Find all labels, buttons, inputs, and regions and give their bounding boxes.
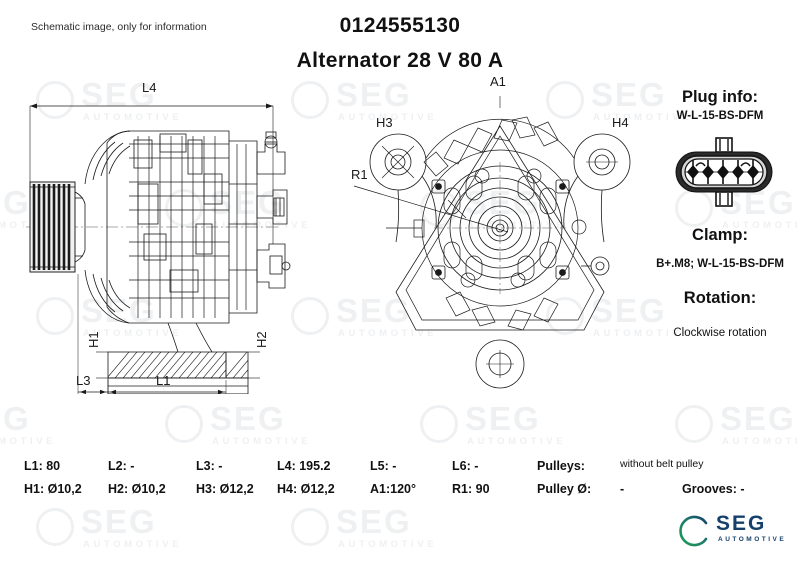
page-title-description: Alternator 28 V 80 A xyxy=(296,49,504,72)
spec-pulley-diameter-value: - xyxy=(620,482,625,496)
clamp-section: Clamp: xyxy=(640,226,800,245)
spec-H3: H3: Ø12,2 xyxy=(196,482,254,496)
dimension-label-L3: L3 xyxy=(76,373,91,388)
dimension-label-H2: H2 xyxy=(254,331,269,348)
logo-ring-icon xyxy=(679,515,708,547)
dimension-label-L1: L1 xyxy=(156,373,171,388)
page-title-part-number: 0124555130 xyxy=(339,14,461,37)
dimension-label-L4: L4 xyxy=(142,80,157,95)
clamp-value: B+.M8; W-L-15-BS-DFM xyxy=(656,258,784,270)
spec-pulley-diameter-label: Pulley Ø: xyxy=(537,482,592,496)
dimension-label-H1: H1 xyxy=(86,331,101,348)
spec-A1: A1:120° xyxy=(370,482,416,496)
5-pin-oval-connector-icon xyxy=(672,136,776,208)
plug-info-section: Plug info: xyxy=(640,88,800,107)
spec-L6: L6: - xyxy=(452,459,479,473)
clamp-label: Clamp: xyxy=(692,226,748,244)
dimension-label-H3: H3 xyxy=(376,115,393,130)
seg-automotive-logo: SEG AUTOMOTIVE xyxy=(676,511,784,551)
side-view-svg xyxy=(26,103,291,395)
spec-L1: L1: 80 xyxy=(24,459,61,473)
spec-L4: L4: 195.2 xyxy=(277,459,331,473)
spec-L2: L2: - xyxy=(108,459,135,473)
rotation-section: Rotation: xyxy=(640,289,800,308)
plug-info-value-wrap: W-L-15-BS-DFM xyxy=(640,110,800,122)
spec-L3: L3: - xyxy=(196,459,223,473)
clamp-value-wrap: B+.M8; W-L-15-BS-DFM xyxy=(630,258,800,270)
plug-info-value: W-L-15-BS-DFM xyxy=(676,110,764,122)
plug-info-label: Plug info: xyxy=(681,88,759,106)
logo-seg-text: SEG xyxy=(716,512,767,535)
spec-H2: H2: Ø10,2 xyxy=(108,482,166,496)
alternator-front-view: A1 H3 H4 R1 xyxy=(348,74,652,392)
spec-grooves: Grooves: - xyxy=(682,482,745,496)
spec-H1: H1: Ø10,2 xyxy=(24,482,82,496)
rotation-value-wrap: Clockwise rotation xyxy=(640,327,800,339)
spec-pulleys-label: Pulleys: xyxy=(537,459,585,473)
dimension-label-A1: A1 xyxy=(490,74,506,89)
alternator-side-view: L4 H1 H2 L3 L1 xyxy=(18,80,318,395)
rotation-value: Clockwise rotation xyxy=(673,327,767,339)
spec-R1: R1: 90 xyxy=(452,482,490,496)
dimension-label-H4: H4 xyxy=(612,115,629,130)
rotation-label: Rotation: xyxy=(683,289,757,307)
connector-svg xyxy=(675,137,773,207)
title-block: 0124555130 Alternator 28 V 80 A xyxy=(0,14,800,73)
front-view-svg xyxy=(353,96,631,389)
schematic-note: Schematic image, only for information xyxy=(31,21,207,33)
dimension-label-R1: R1 xyxy=(351,167,368,182)
spec-H4: H4: Ø12,2 xyxy=(277,482,335,496)
spec-L5: L5: - xyxy=(370,459,397,473)
spec-pulleys-value: without belt pulley xyxy=(620,458,704,470)
logo-tagline: AUTOMOTIVE xyxy=(718,536,787,543)
